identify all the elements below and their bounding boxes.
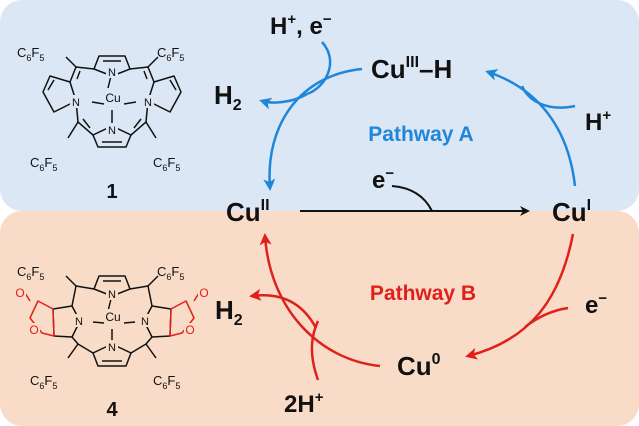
atom-label-n: N <box>75 316 83 328</box>
atom-label-n: N <box>108 342 116 354</box>
atom-label-o: O <box>29 323 38 337</box>
substituent-label: C6F5 <box>17 264 44 282</box>
pathway-a-panel <box>0 0 639 211</box>
cu-0-label: Cu0 <box>397 351 441 381</box>
h2-product-a: H2 <box>214 80 242 114</box>
atom-label-n: N <box>108 289 116 301</box>
atom-label-n: N <box>72 97 80 109</box>
arrow-cu-iii-to-cu-ii <box>263 67 363 191</box>
atom-label-n: N <box>108 125 116 137</box>
reagent-h-plus: H+ <box>585 107 611 136</box>
compound-1-metal: Cu <box>105 91 120 105</box>
arrow-h2-out-b <box>249 288 318 329</box>
arrow-cu-i-to-cu-iii <box>485 69 577 187</box>
compound-4-metal: Cu <box>105 310 120 324</box>
atom-label-o: O <box>185 323 194 337</box>
substituent-label: C6F5 <box>157 45 184 63</box>
arrow-h2-out-a <box>259 92 308 110</box>
substituent-label: C6F5 <box>30 155 57 173</box>
atom-label-o: O <box>199 286 208 300</box>
reagent-electron-a: e− <box>372 165 394 194</box>
arrow-electron-in-b <box>524 306 569 328</box>
arrow-h-plus-in <box>520 85 576 109</box>
substituent-label: C6F5 <box>153 373 180 391</box>
substituent-label: C6F5 <box>17 45 44 63</box>
compound-1-structure <box>42 55 182 148</box>
arrow-h-plus-e-in <box>306 41 332 96</box>
cu-iii-hydride-label: CuIII–H <box>371 54 452 84</box>
atom-label-n: N <box>108 67 116 79</box>
pathway-b-panel <box>0 211 639 426</box>
cu-ii-label: CuII <box>226 197 270 227</box>
reagent-two-h-plus: 2H+ <box>284 389 324 418</box>
substituent-label: C6F5 <box>30 373 57 391</box>
arrow-cu-0-to-cu-ii <box>259 233 381 368</box>
compound-4-number: 4 <box>106 399 118 421</box>
h2-product-b: H2 <box>215 295 243 329</box>
atom-label-n: N <box>144 97 152 109</box>
reagent-electron-b: e− <box>585 290 607 319</box>
substituent-label: C6F5 <box>157 264 184 282</box>
compound-1-atoms: Cu N N N N C6F5 C6F5 C6F5 C6F5 1 <box>17 45 184 203</box>
compound-4-atoms: Cu N N N N O O O O C6F5 C6F5 C6F5 C6F5 4 <box>14 264 210 421</box>
atom-label-o: O <box>15 286 24 300</box>
substituent-label: C6F5 <box>153 155 180 173</box>
pathway-b-label: Pathway B <box>370 282 476 305</box>
atom-label-n: N <box>141 316 149 328</box>
arrow-two-h-plus-in <box>310 320 320 381</box>
arrow-electron-in <box>391 185 433 212</box>
reagent-h-plus-e: H+, e− <box>270 11 332 40</box>
compound-4-structure <box>24 275 200 367</box>
pathway-a-label: Pathway A <box>368 123 473 146</box>
arrow-cu-i-to-cu-0 <box>465 233 575 360</box>
compound-1-number: 1 <box>106 181 117 203</box>
cu-i-label: CuI <box>552 197 591 227</box>
